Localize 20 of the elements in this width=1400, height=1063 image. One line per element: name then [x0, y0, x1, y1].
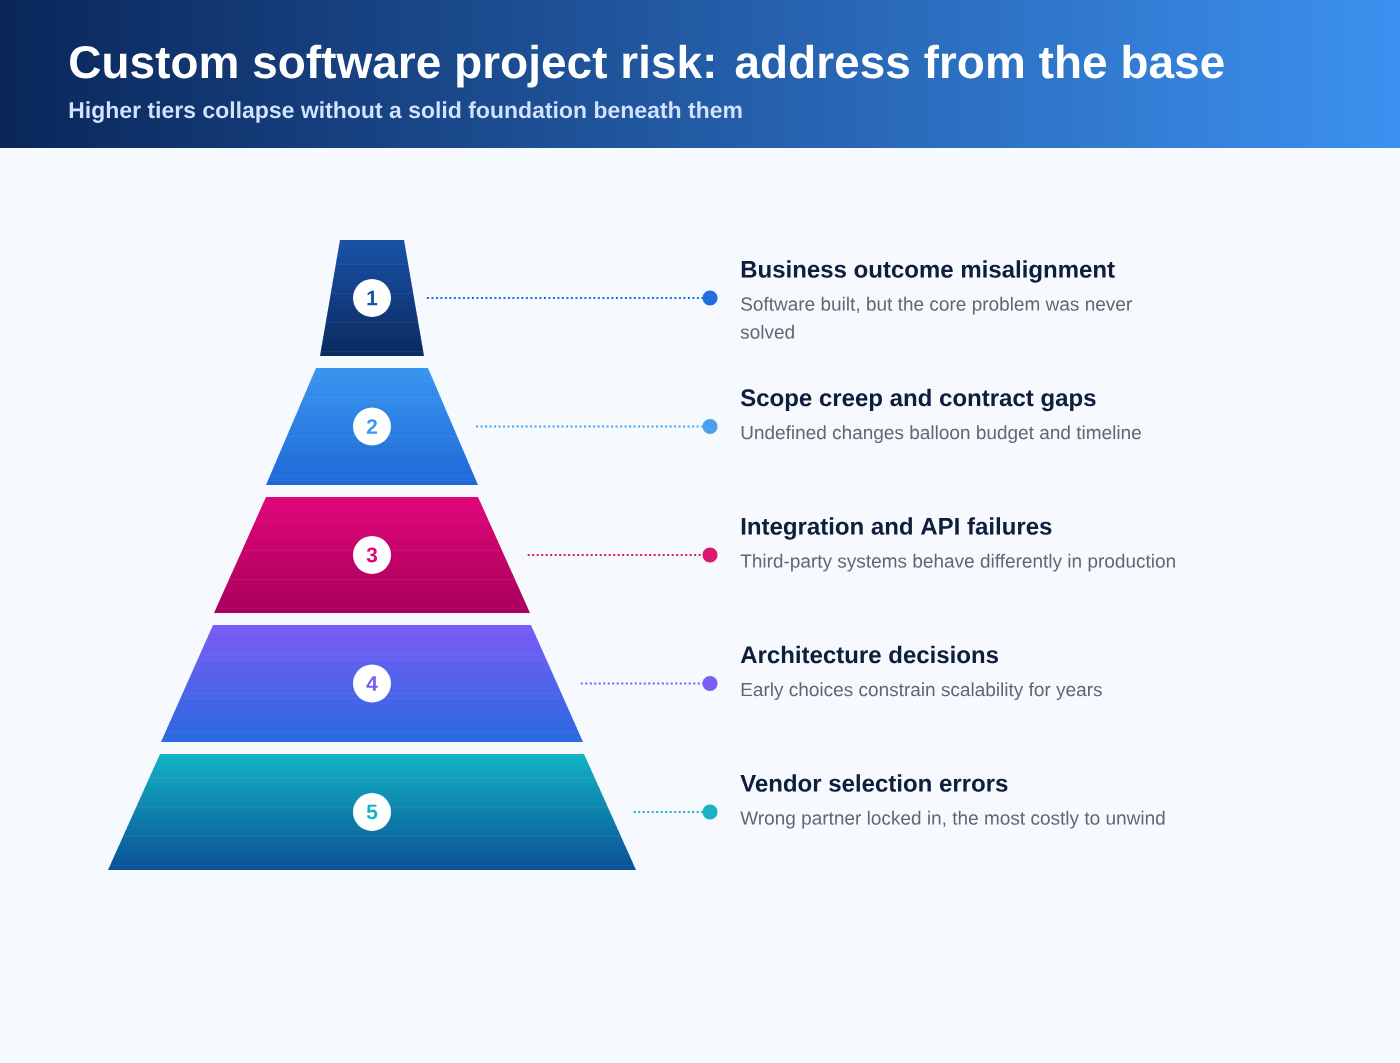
pyramid-tier: 4 [161, 625, 583, 742]
leader-line [579, 676, 718, 691]
risk-description: Business outcome misalignment Software built, but the core problem was never solved [740, 260, 1132, 339]
subtitle: Higher tiers collapse without a solid foundation beneath them [69, 101, 742, 123]
risk-description: Scope creep and contract gaps Undefined changes balloon budget and timeline [740, 388, 1141, 444]
risk-description: Architecture decisions Early choices constrain scalability for years [740, 645, 1102, 701]
leader-line [632, 804, 718, 820]
pyramid-tier: 1 [320, 240, 424, 356]
risk-description: Integration and API failures Third-party systems behave differently in production [740, 517, 1175, 572]
node-label: 5 [366, 804, 378, 820]
pyramid-tier: 5 [108, 754, 636, 870]
node-label: 4 [366, 676, 378, 691]
node-label: 3 [366, 547, 378, 563]
leader-line [526, 547, 718, 563]
risk-description: Vendor selection errors Wrong partner locked in, the most costly to unwind [740, 774, 1165, 829]
title: Custom software project risk: address from the base [70, 44, 1224, 88]
leader-line [425, 290, 718, 306]
pyramid-tier: 2 [266, 368, 478, 485]
leader-line [475, 419, 718, 434]
pyramid-tier: 3 [214, 497, 530, 613]
